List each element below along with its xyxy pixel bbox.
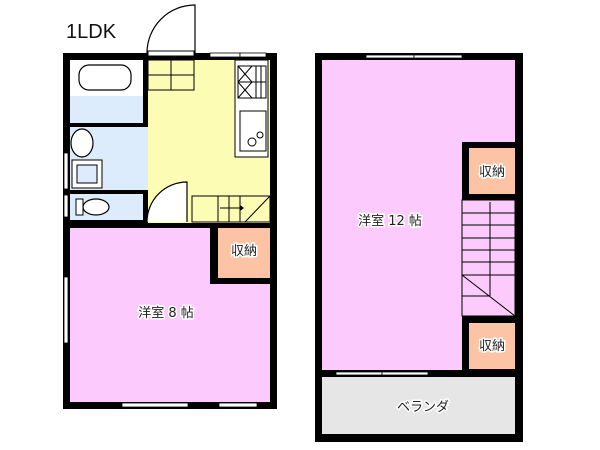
entrance-door-icon[interactable]	[146, 4, 196, 54]
bedroom-12-label: 洋室 12 帖	[358, 213, 422, 229]
bedroom-8-label: 洋室 8 帖	[138, 305, 194, 321]
closet-floor2-upper	[469, 148, 515, 194]
window	[218, 402, 258, 408]
interior-door-icon[interactable]	[146, 181, 188, 223]
closet-floor1-label: 収納	[231, 244, 257, 259]
window	[63, 276, 69, 344]
closet-floor2-upper-label: 収納	[479, 165, 505, 180]
stairs-floor2	[461, 199, 516, 317]
veranda-door[interactable]	[335, 371, 383, 376]
window	[209, 52, 241, 58]
window	[413, 54, 463, 59]
washing-machine-pan	[76, 164, 98, 184]
window	[239, 52, 267, 58]
floor-1: 収納 洋室 8 帖	[63, 4, 277, 409]
window	[63, 152, 69, 190]
veranda-door[interactable]	[381, 371, 429, 376]
washbasin-icon	[70, 128, 94, 158]
toilet-icon	[82, 198, 110, 216]
layout-type-label: 1LDK	[66, 21, 117, 43]
veranda	[322, 377, 515, 434]
floor-2: 収納 収納 洋室 12 帖 ベランダ	[315, 53, 523, 442]
closet-floor2-lower	[469, 323, 515, 369]
closet-floor2-lower-label: 収納	[479, 339, 505, 354]
window	[365, 54, 415, 59]
window	[121, 402, 189, 408]
closet-floor1	[218, 228, 270, 278]
bathtub-icon	[78, 64, 132, 91]
veranda-label: ベランダ	[397, 400, 449, 415]
stairs-floor1	[191, 195, 271, 223]
toilet-tank-icon	[75, 198, 84, 216]
window	[63, 194, 69, 218]
